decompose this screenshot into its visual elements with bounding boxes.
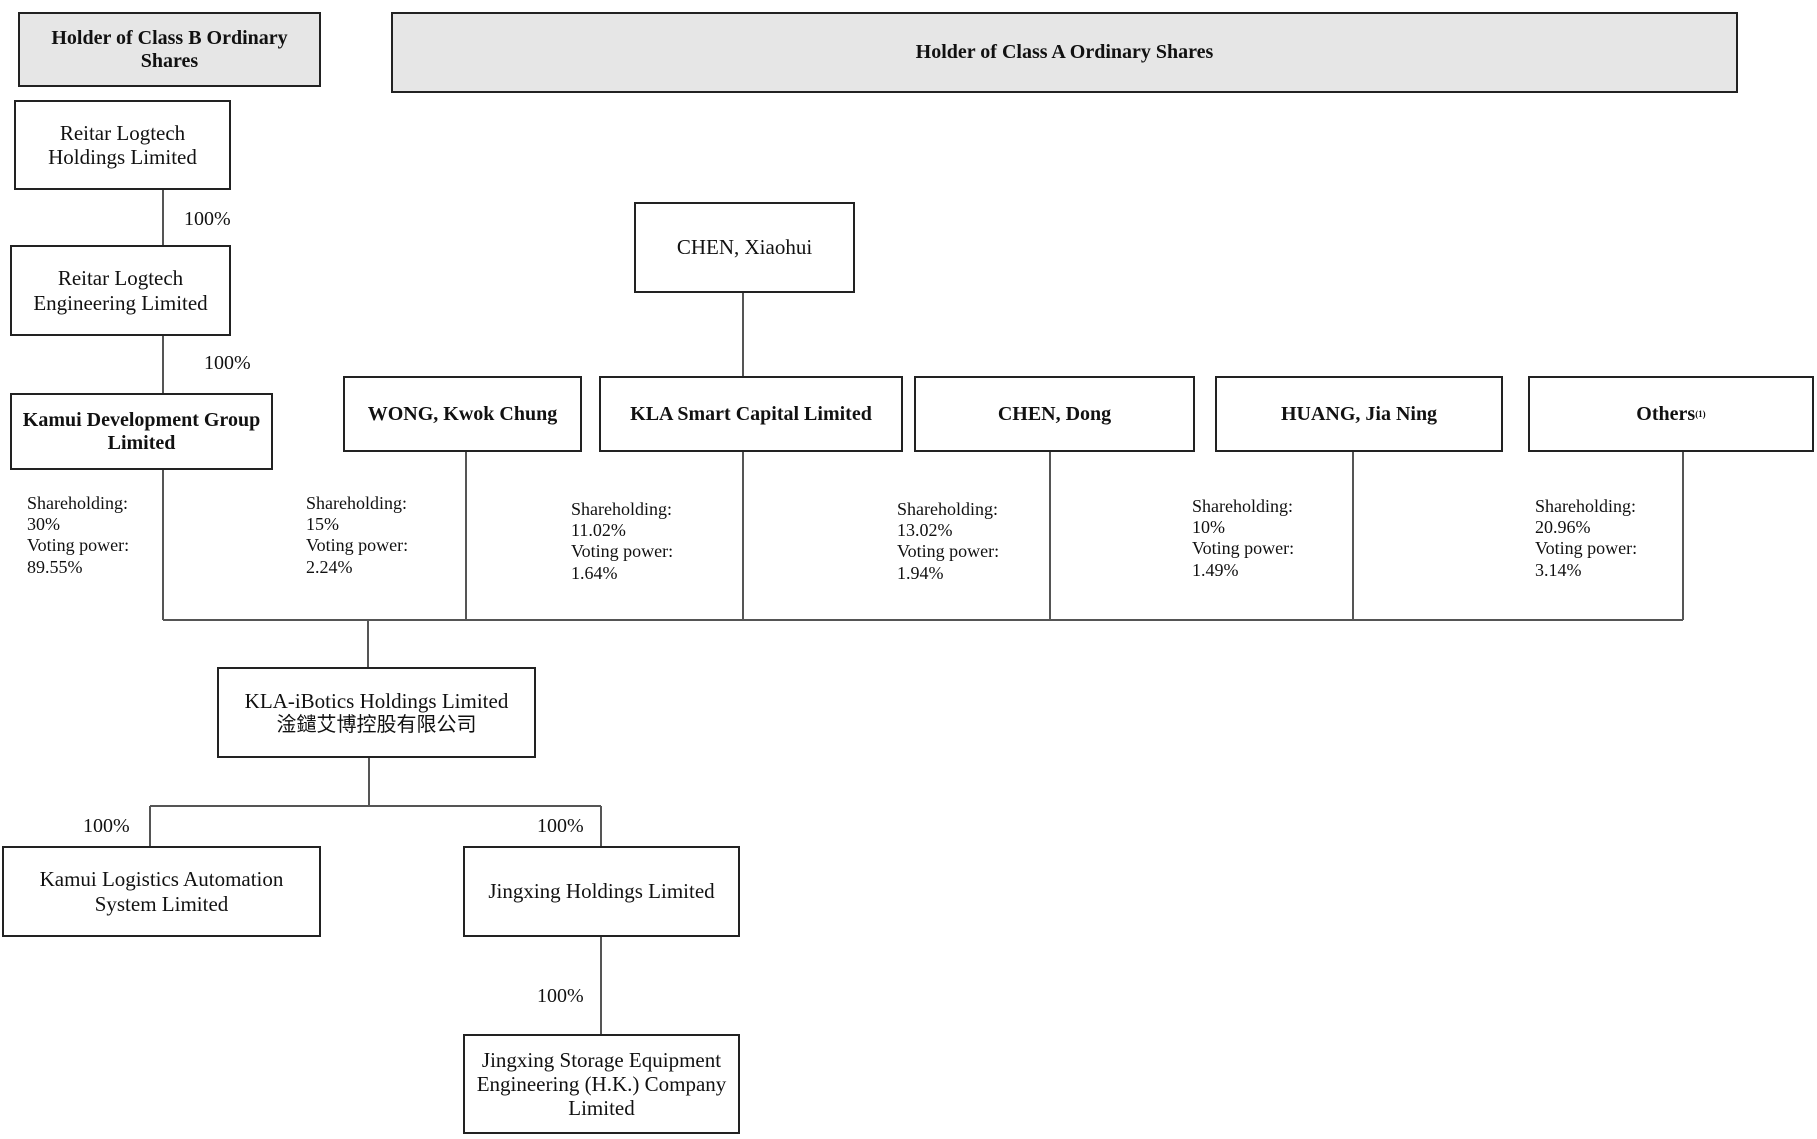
pct-jingxing-to-storage: 100% <box>537 985 584 1007</box>
voting-value: 89.55% <box>27 556 83 577</box>
huang-jia-ning-box: HUANG, Jia Ning <box>1215 376 1503 452</box>
kla-ibotics-holdings-box: KLA-iBotics Holdings Limited 淦鑓艾博控股有限公司 <box>217 667 536 758</box>
voting-value: 1.49% <box>1192 559 1239 580</box>
shareholding-value: 20.96% <box>1535 517 1591 538</box>
wong-holding: Shareholding: 15% Voting power: 2.24% <box>306 493 408 578</box>
chen-dong-box: CHEN, Dong <box>914 376 1195 452</box>
shareholding-label: Shareholding: <box>306 493 407 513</box>
others-footnote: (1) <box>1695 408 1706 419</box>
shareholding-label: Shareholding: <box>571 499 672 519</box>
kamui-development-box: Kamui Development Group Limited <box>10 393 273 470</box>
chen-dong-holding: Shareholding: 13.02% Voting power: 1.94% <box>897 499 999 584</box>
class-b-holder-header: Holder of Class B Ordinary Shares <box>18 12 321 87</box>
wong-kwok-chung-box: WONG, Kwok Chung <box>343 376 582 452</box>
voting-label: Voting power: <box>1192 538 1295 559</box>
pct-engineering-to-kamui: 100% <box>204 352 251 374</box>
shareholding-value: 10% <box>1192 517 1225 538</box>
kla-ibotics-name-cn: 淦鑓艾博控股有限公司 <box>276 712 477 737</box>
shareholding-value: 13.02% <box>897 520 953 541</box>
pct-kla-to-jingxing: 100% <box>537 815 584 837</box>
kamui-development-holding: Shareholding: 30% Voting power: 89.55% <box>27 493 129 578</box>
pct-reitar-to-engineering: 100% <box>184 208 231 230</box>
jingxing-storage-box: Jingxing Storage Equipment Engineering (… <box>463 1034 740 1134</box>
others-label: Others <box>1636 402 1696 425</box>
voting-value: 3.14% <box>1535 559 1582 580</box>
pct-kla-to-kamui-logistics: 100% <box>83 815 130 837</box>
voting-value: 1.94% <box>897 562 944 583</box>
shareholding-label: Shareholding: <box>1192 496 1293 516</box>
voting-value: 2.24% <box>306 556 353 577</box>
class-a-holder-header: Holder of Class A Ordinary Shares <box>391 12 1738 93</box>
kla-smart-capital-box: KLA Smart Capital Limited <box>599 376 903 452</box>
huang-holding: Shareholding: 10% Voting power: 1.49% <box>1192 496 1294 581</box>
shareholding-value: 30% <box>27 514 60 535</box>
voting-label: Voting power: <box>571 541 674 562</box>
kla-ibotics-name-en: KLA-iBotics Holdings Limited <box>244 688 509 713</box>
others-box: Others(1) <box>1528 376 1814 452</box>
others-holding: Shareholding: 20.96% Voting power: 3.14% <box>1535 496 1637 581</box>
jingxing-holdings-box: Jingxing Holdings Limited <box>463 846 740 937</box>
kamui-logistics-box: Kamui Logistics Automation System Limite… <box>2 846 321 937</box>
shareholding-value: 11.02% <box>571 520 626 541</box>
shareholding-value: 15% <box>306 514 339 535</box>
voting-label: Voting power: <box>897 541 1000 562</box>
shareholding-label: Shareholding: <box>897 499 998 519</box>
voting-label: Voting power: <box>306 535 409 556</box>
kla-smart-holding: Shareholding: 11.02% Voting power: 1.64% <box>571 499 673 584</box>
shareholding-label: Shareholding: <box>27 493 128 513</box>
voting-label: Voting power: <box>27 535 130 556</box>
reitar-logtech-holdings-box: Reitar Logtech Holdings Limited <box>14 100 231 190</box>
reitar-logtech-engineering-box: Reitar Logtech Engineering Limited <box>10 245 231 336</box>
voting-label: Voting power: <box>1535 538 1638 559</box>
chen-xiaohui-box: CHEN, Xiaohui <box>634 202 855 293</box>
voting-value: 1.64% <box>571 562 618 583</box>
shareholding-label: Shareholding: <box>1535 496 1636 516</box>
